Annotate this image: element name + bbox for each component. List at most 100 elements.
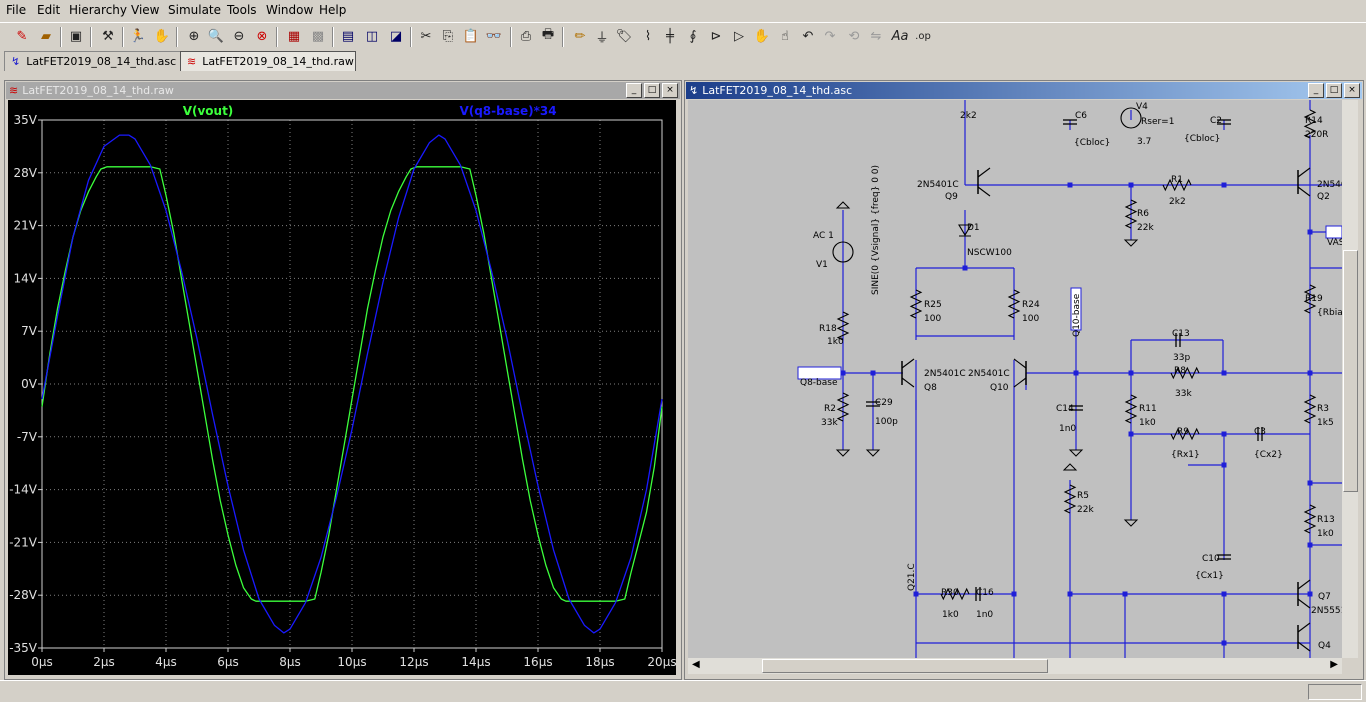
zoom-out-icon[interactable]: ⊖ [233, 28, 245, 44]
menu-file[interactable]: File [6, 3, 27, 17]
zoom-in-icon[interactable]: ⊕ [188, 28, 200, 44]
legend-entry: V(vout) [183, 104, 234, 118]
undo-icon[interactable]: ↶ [802, 28, 814, 44]
ac-source-symbol [832, 241, 854, 263]
menu-edit[interactable]: Edit [37, 3, 61, 17]
close-all-icon[interactable]: ◪ [389, 28, 403, 44]
menu-help[interactable]: Help [319, 3, 347, 17]
transistor-emitter [901, 377, 915, 388]
x-tick-label: 8µs [279, 655, 301, 669]
zoom-cancel-icon[interactable]: ⊗ [256, 28, 268, 44]
led-symbol [958, 224, 972, 237]
paste-icon[interactable]: 📋 [462, 28, 480, 44]
ground-icon[interactable]: ⏚ [595, 30, 609, 46]
junction [962, 265, 968, 271]
schematic-icon: ↯ [11, 55, 21, 68]
print-setup-icon[interactable]: ⎙ [520, 28, 532, 44]
component-label: NSCW100 [967, 248, 1012, 258]
cut-icon[interactable]: ✂ [420, 28, 432, 44]
minimize-button[interactable]: _ [1308, 83, 1324, 98]
resistor-symbol [1303, 504, 1317, 534]
minimize-button[interactable]: _ [626, 83, 642, 98]
horizontal-scroll-thumb[interactable] [762, 659, 1048, 673]
copy-icon[interactable]: ⎘ [442, 28, 454, 44]
move-icon[interactable]: ✋ [753, 28, 771, 44]
horizontal-scrollbar[interactable]: ◀ ▶ [688, 658, 1342, 674]
component-label: Q10 [990, 383, 1009, 393]
save-icon[interactable]: ▣ [69, 28, 83, 44]
junction [1011, 591, 1017, 597]
close-button[interactable]: × [662, 83, 678, 98]
cascade-icon[interactable]: ◫ [365, 28, 379, 44]
redo-icon[interactable]: ↷ [824, 28, 836, 44]
run-icon[interactable]: 🏃 [129, 28, 147, 44]
component-label: 100 [1022, 314, 1039, 324]
find-icon[interactable]: 👓 [485, 28, 503, 44]
tile-horizontal-icon[interactable]: ▤ [341, 28, 355, 44]
capacitor-icon[interactable]: ╪ [666, 28, 674, 44]
drag-icon[interactable]: ☝ [781, 28, 789, 44]
component-label: 22k [1137, 223, 1154, 233]
close-button[interactable]: × [1344, 83, 1360, 98]
component-label: Q7 [1318, 592, 1331, 602]
menu-window[interactable]: Window [266, 3, 314, 17]
maximize-button[interactable]: □ [1326, 83, 1342, 98]
tab-schematic[interactable]: ↯ LatFET2019_08_14_thd.asc [4, 51, 184, 71]
spice-directive-icon[interactable]: .op [915, 30, 931, 42]
menu-tools[interactable]: Tools [227, 3, 257, 17]
scroll-right-arrow-icon[interactable]: ▶ [1330, 659, 1338, 670]
junction [1307, 591, 1313, 597]
resistor-symbol [1124, 394, 1138, 424]
y-tick-label: -35V [9, 641, 38, 655]
junction [1221, 591, 1227, 597]
inductor-icon[interactable]: ∮ [689, 28, 697, 44]
component-label: {Cbloc} [1074, 138, 1110, 148]
menu-simulate[interactable]: Simulate [168, 3, 222, 17]
junction [1221, 182, 1227, 188]
component-label: 220R [1305, 130, 1328, 140]
new-schematic-icon[interactable]: ✎ [16, 28, 28, 44]
rotate-icon[interactable]: ⟲ [848, 28, 860, 44]
zoom-pan-icon[interactable]: 🔍 [207, 28, 225, 44]
resistor-symbol [1170, 427, 1200, 441]
resistor-icon[interactable]: ⌇ [644, 28, 652, 44]
tab-label: LatFET2019_08_14_thd.asc [26, 55, 177, 68]
control-panel-icon[interactable]: ⚒ [102, 28, 114, 44]
y-tick-label: 7V [21, 324, 38, 338]
label-net-icon[interactable]: 🏷 [615, 28, 633, 44]
component-label: R6 [1137, 209, 1149, 219]
junction [1122, 591, 1128, 597]
scroll-left-arrow-icon[interactable]: ◀ [692, 659, 700, 670]
x-tick-label: 10µs [337, 655, 366, 669]
menu-view[interactable]: View [131, 3, 160, 17]
component-label: 2N5401C [917, 180, 959, 190]
component-label: VAS [1327, 238, 1342, 248]
junction [1067, 182, 1073, 188]
waveform-window-titlebar[interactable]: ≋ LatFET2019_08_14_thd.raw _ □ × [6, 82, 680, 99]
component-label: C2 [1210, 116, 1222, 126]
vertical-scroll-thumb[interactable] [1343, 250, 1358, 492]
y-tick-label: 21V [14, 219, 38, 233]
autorange-icon[interactable]: ▦ [287, 28, 301, 44]
wire-icon[interactable]: ✏ [574, 28, 586, 44]
junction [1067, 591, 1073, 597]
schematic-window-titlebar[interactable]: ↯ LatFET2019_08_14_thd.asc _ □ × [686, 82, 1362, 99]
toolbar-separator [332, 27, 334, 47]
open-icon[interactable]: ▰ [41, 28, 51, 44]
mirror-icon[interactable]: ⇋ [870, 28, 882, 44]
menu-hierarchy[interactable]: Hierarchy [69, 3, 128, 17]
tab-waveform[interactable]: ≋ LatFET2019_08_14_thd.raw [180, 51, 356, 71]
maximize-button[interactable]: □ [644, 83, 660, 98]
halt-icon[interactable]: ✋ [153, 28, 171, 44]
component-icon[interactable]: ▷ [734, 28, 744, 44]
diode-icon[interactable]: ⊳ [710, 28, 722, 44]
component-label: {Cbloc} [1184, 134, 1220, 144]
vertical-scrollbar[interactable] [1342, 100, 1358, 658]
zoom-fit-icon[interactable]: ▩ [311, 28, 325, 44]
print-icon[interactable]: 🖶 [541, 27, 555, 42]
text-icon[interactable]: Aa [891, 28, 909, 44]
x-tick-label: 18µs [585, 655, 614, 669]
transistor-collector [1013, 358, 1027, 369]
